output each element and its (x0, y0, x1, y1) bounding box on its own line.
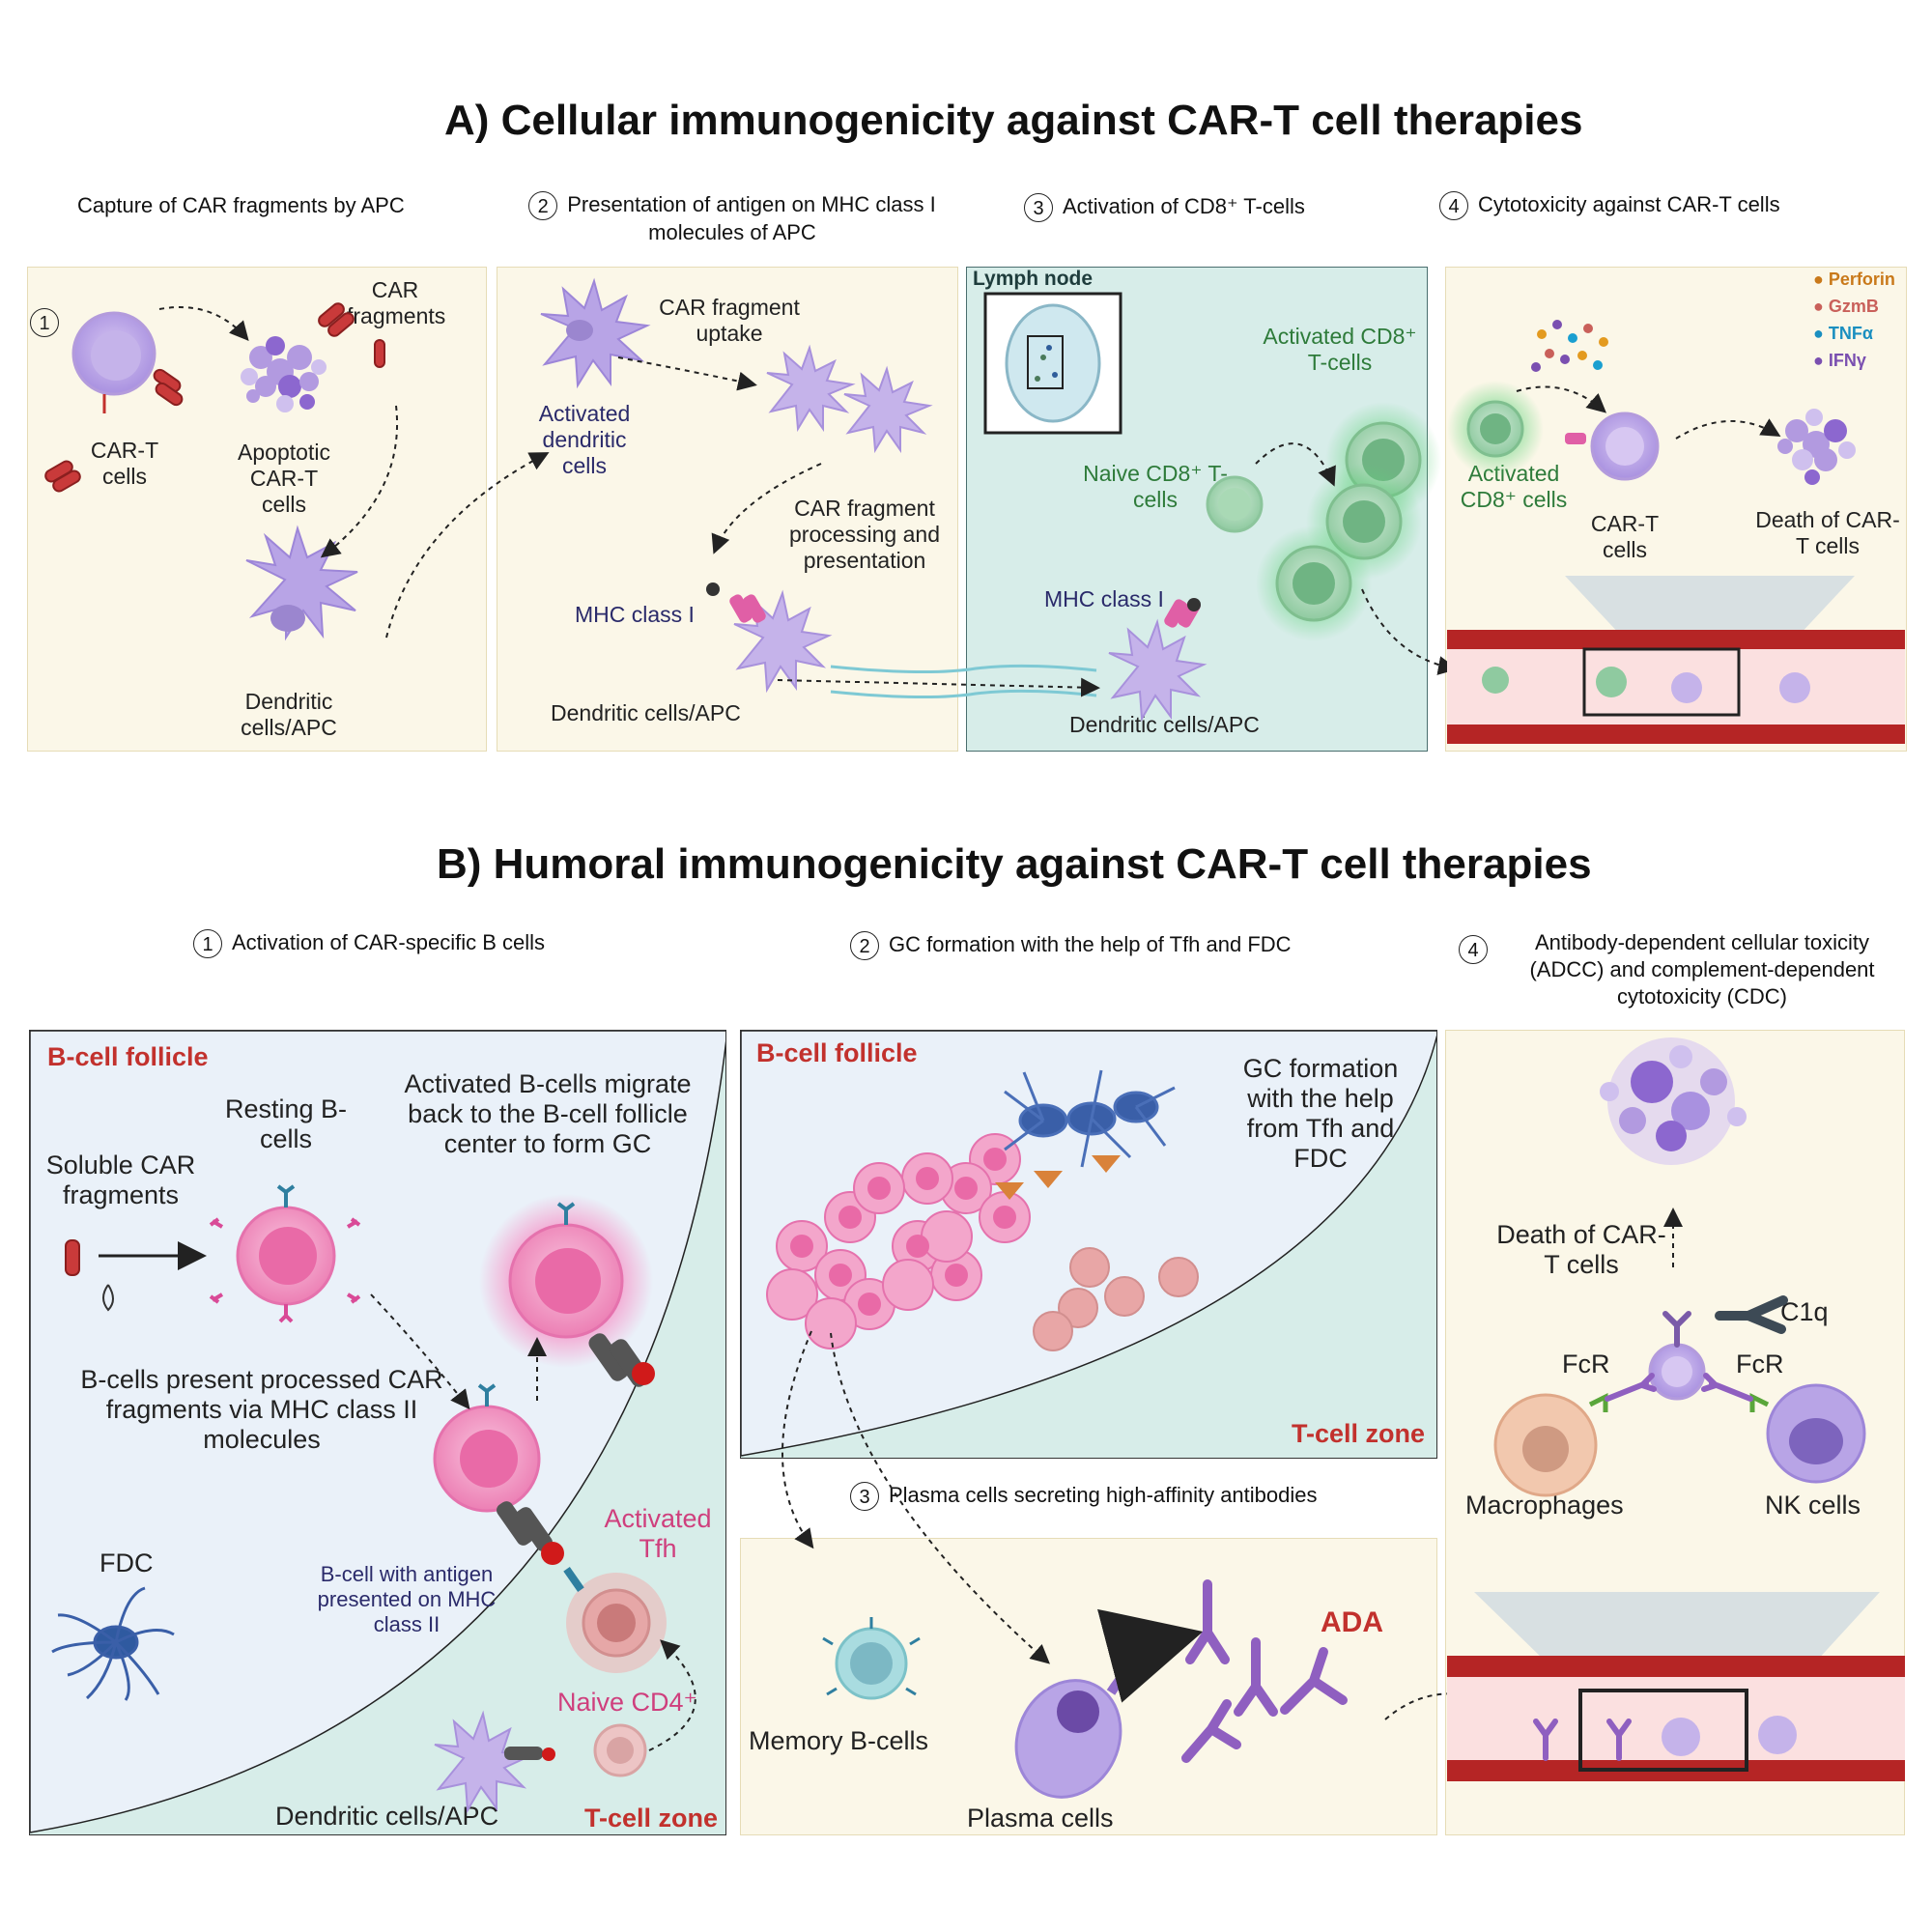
ada-b4-label: ADA (1469, 1713, 1528, 1743)
memory-bcells-label: Memory B-cells (749, 1726, 929, 1755)
panel-a2: Activated dendritic cells CAR fragment u… (497, 267, 958, 752)
step-b4-text: Antibody-dependent cellular toxicity (AD… (1529, 930, 1875, 1009)
step-a4-text: Cytotoxicity against CAR-T cells (1478, 191, 1780, 216)
panel-b1: B-cell follicle Resting B-cells Soluble … (29, 1030, 726, 1835)
fdc-label: FDC (99, 1548, 154, 1577)
lymph-node-label: Lymph node (973, 268, 1094, 290)
step-a3-number: 3 (1024, 193, 1053, 222)
present-label: B-cells present processed CAR fragments … (80, 1365, 443, 1454)
gc-formation-label: GC formation with the help from Tfh and … (1242, 1054, 1399, 1173)
macrophages-label: Macrophages (1465, 1491, 1624, 1520)
naive-cd4-label: Naive CD4⁺ (557, 1688, 697, 1717)
step-b1-header: 1 Activation of CAR-specific B cells (193, 929, 545, 958)
step-b2-text: GC formation with the help of Tfh and FD… (889, 931, 1292, 956)
section-a-title: A) Cellular immunogenicity against CAR-T… (444, 97, 1583, 144)
step-a3-text: Activation of CD8⁺ T-cells (1063, 193, 1305, 218)
legend-gzmb: ● GzmB (1813, 297, 1879, 316)
plasma-cells-label: Plasma cells (967, 1804, 1114, 1833)
legend-ifng: ● IFNγ (1813, 351, 1866, 370)
b1-follicle-label: B-cell follicle (47, 1042, 209, 1071)
apoptotic-label: Apoptotic CAR-T cells (238, 440, 330, 517)
c1q-label: C1q (1780, 1297, 1829, 1326)
naive-cd8-label: Naive CD8⁺ T-cells (1083, 461, 1228, 512)
step-b3-header: 3 Plasma cells secreting high-affinity an… (850, 1482, 1318, 1511)
death-a4-label: Death of CAR-T cells (1755, 507, 1900, 558)
activated-tfh-label: Activated Tfh (604, 1504, 712, 1563)
car-t-a4-label: CAR-T cells (1590, 511, 1660, 562)
step-a2-number: 2 (528, 191, 558, 220)
car-t-cells-label: CAR-T cells (90, 438, 159, 489)
mhc-a3-label: MHC class I (1044, 586, 1164, 611)
legend-perforin-label: Perforin (1828, 270, 1895, 289)
dendritic-a3-label: Dendritic cells/APC (1069, 712, 1260, 737)
car-fragments-label: CAR fragments (347, 277, 446, 328)
legend-perforin: ● Perforin (1813, 270, 1895, 289)
step-a4-header: 4 Cytotoxicity against CAR-T cells (1439, 191, 1780, 220)
nk-cells-label: NK cells (1765, 1491, 1861, 1520)
fcr-right-label: FcR (1736, 1350, 1784, 1378)
step-b2-number: 2 (850, 931, 879, 960)
soluble-car-label: Soluble CAR fragments (45, 1151, 196, 1209)
bcell-antigen-label: B-cell with antigen presented on MHC cla… (317, 1562, 497, 1636)
panel-a3: Lymph node Activated CD8⁺ T-cells Naive … (966, 267, 1428, 752)
panel-b4: Death of CAR-T cells C1q FcR FcR Macroph… (1445, 1030, 1905, 1835)
dendritic-a2-label: Dendritic cells/APC (551, 700, 741, 725)
legend-gzmb-label: GzmB (1828, 297, 1879, 316)
activated-dc-label: Activated dendritic cells (538, 401, 631, 478)
step-a1-header: Capture of CAR fragments by APC (77, 193, 405, 217)
step-b4-header: 4 Antibody-dependent cellular toxicity (… (1459, 929, 1903, 1010)
legend-ifng-label: IFNγ (1828, 351, 1866, 370)
legend-tnfa-label: TNFα (1828, 324, 1873, 343)
step-b1-number: 1 (193, 929, 222, 958)
step-a4-number: 4 (1439, 191, 1468, 220)
resting-bcells-label: Resting B-cells (224, 1094, 348, 1153)
migrate-label: Activated B-cells migrate back to the B-… (404, 1069, 692, 1158)
activated-cd8-cells-label: Activated CD8⁺ cells (1460, 461, 1568, 512)
ada-b3-label: ADA (1321, 1606, 1383, 1638)
step-b1-text: Activation of CAR-specific B cells (232, 929, 545, 954)
dendritic-a1-label: Dendritic cells/APC (241, 689, 337, 740)
b2-tzone-label: T-cell zone (1292, 1419, 1426, 1448)
fcr-left-label: FcR (1562, 1350, 1610, 1378)
panel-b2: B-cell follicle GC formation with the he… (740, 1030, 1437, 1459)
step-a3-header: 3 Activation of CD8⁺ T-cells (1024, 193, 1305, 222)
b1-tzone-label: T-cell zone (584, 1804, 719, 1833)
panel-a4: ● Perforin ● GzmB ● TNFα ● IFNγ Activate… (1445, 267, 1907, 752)
processing-label: CAR fragment processing and presentation (789, 496, 940, 573)
step-b2-header: 2 GC formation with the help of Tfh and F… (850, 931, 1292, 960)
dendritic-b1-label: Dendritic cells/APC (275, 1802, 499, 1831)
uptake-label: CAR fragment uptake (659, 295, 800, 346)
panel-a1-number: 1 (30, 308, 59, 337)
section-b-title: B) Humoral immunogenicity against CAR-T … (437, 840, 1592, 888)
panel-b3: Memory B-cells Plasma cells ADA (740, 1538, 1437, 1835)
step-a2-header: 2 Presentation of antigen on MHC class I … (491, 191, 974, 245)
step-b4-number: 4 (1459, 935, 1488, 964)
death-b4-label: Death of CAR-T cells (1496, 1220, 1666, 1279)
step-b3-text: Plasma cells secreting high-affinity ant… (889, 1482, 1318, 1507)
panel-a1: 1 CAR-T cells CAR fragments Apoptotic CA… (27, 267, 487, 752)
car-t-b4-label: CAR-T cells (1806, 1693, 1888, 1752)
mhc-a2-label: MHC class I (575, 602, 695, 627)
activated-cd8-label: Activated CD8⁺ T-cells (1263, 324, 1417, 375)
legend-tnfa: ● TNFα (1813, 324, 1873, 343)
step-b3-number: 3 (850, 1482, 879, 1511)
b2-follicle-label: B-cell follicle (756, 1038, 918, 1067)
step-a2-text: Presentation of antigen on MHC class I m… (567, 191, 936, 244)
